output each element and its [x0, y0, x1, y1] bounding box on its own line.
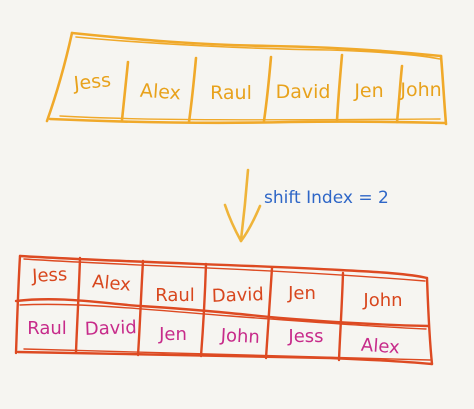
shifted-array-top-edge — [18, 254, 429, 280]
shifted-array — [14, 254, 434, 366]
original-array-divider-1 — [120, 60, 130, 122]
shift-arrow-head-right — [239, 204, 262, 243]
original-array-cell-4: Jen — [353, 80, 383, 102]
original-array-top-edge — [70, 31, 443, 58]
shifted-bottom-cell-1: David — [84, 317, 137, 340]
original-array-right-edge — [439, 54, 448, 126]
original-array-cell-5: John — [399, 79, 441, 101]
shifted-bottom-cell-2: Jen — [158, 324, 187, 345]
original-array-divider-4 — [335, 53, 344, 123]
shift-arrow-shaft — [239, 168, 250, 242]
original-array-divider-2 — [187, 56, 198, 124]
shifted-top-cell-0: Jess — [31, 264, 68, 287]
original-array-bottom-edge — [48, 117, 447, 125]
shift-arrow-head-left — [223, 203, 243, 243]
original-array-divider-5 — [395, 64, 404, 124]
shifted-array-top-edge-overstroke — [23, 258, 426, 282]
shifted-bottom-cell-5: Alex — [360, 335, 400, 359]
original-array-left-edge — [45, 31, 74, 123]
original-array-divider-3 — [262, 55, 273, 123]
original-array-cell-1: Alex — [139, 80, 181, 105]
shifted-array-divider-3 — [199, 262, 208, 358]
shifted-array-bottom-row-labels: Raul David Jen John Jess Alex — [27, 317, 401, 358]
original-array-cell-2: Raul — [210, 82, 252, 104]
shifted-top-cell-1: Alex — [91, 271, 132, 295]
shift-annotation: shift Index = 2 — [264, 188, 389, 208]
shifted-array-right-edge — [425, 276, 434, 366]
shifted-array-middle-edge — [14, 298, 430, 328]
shifted-array-divider-2 — [136, 259, 145, 357]
original-array-cell-3: David — [276, 81, 331, 103]
shifted-array-bottom-edge — [16, 350, 434, 366]
original-array-top-edge-overstroke — [75, 36, 441, 60]
shifted-top-cell-5: John — [362, 290, 402, 311]
shifted-array-divider-5 — [337, 271, 345, 362]
shifted-bottom-cell-4: Jess — [287, 326, 323, 347]
shifted-array-divider-1 — [74, 256, 82, 354]
shifted-bottom-cell-3: John — [219, 325, 260, 348]
shifted-bottom-cell-0: Raul — [27, 318, 67, 339]
shifted-array-left-edge — [14, 254, 22, 355]
original-array-cell-0: Jess — [72, 69, 112, 95]
shifted-array-divider-4 — [264, 266, 274, 360]
shift-arrow — [223, 168, 262, 243]
shifted-top-cell-3: David — [211, 284, 264, 307]
original-array-labels: Jess Alex Raul David Jen John — [72, 69, 442, 104]
original-array-bottom-edge-overstroke — [59, 115, 441, 121]
shifted-array-bottom-edge-overstroke — [23, 348, 431, 361]
shifted-top-cell-4: Jen — [287, 283, 316, 304]
original-array — [45, 31, 448, 126]
shifted-top-cell-2: Raul — [155, 285, 195, 306]
